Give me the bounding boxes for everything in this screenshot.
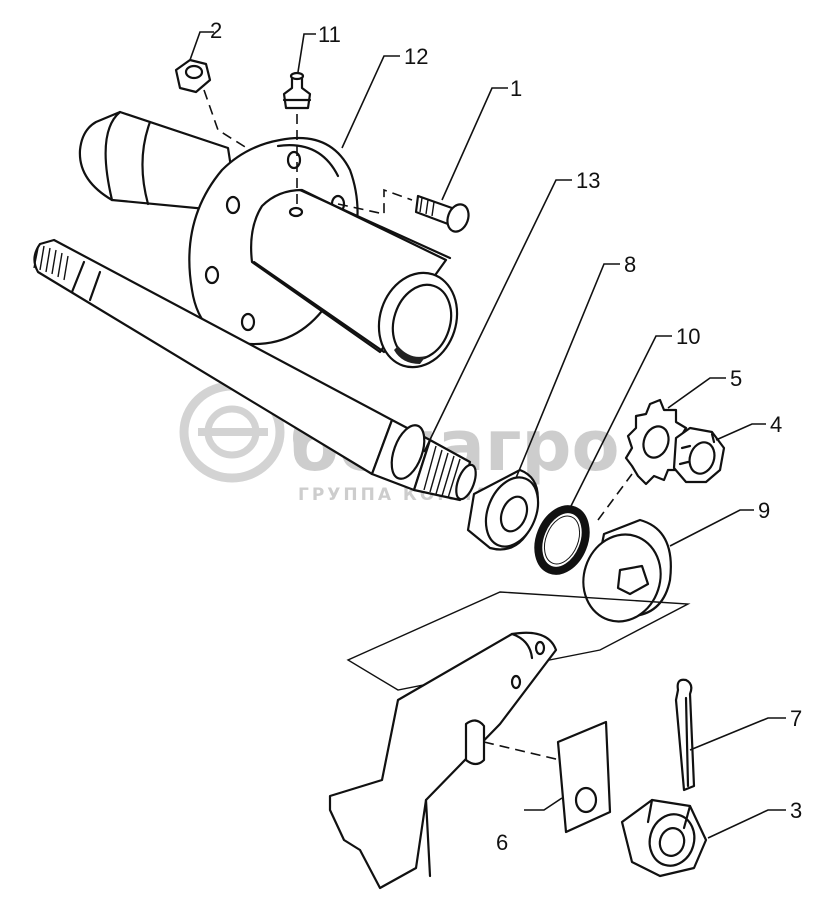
callout-3: 3 (790, 798, 802, 823)
slotted-nut-4 (672, 426, 726, 484)
callout-4: 4 (770, 412, 782, 437)
callout-7: 7 (790, 706, 802, 731)
callout-13: 13 (576, 168, 600, 193)
callout-1: 1 (510, 76, 522, 101)
bolt-1 (337, 188, 470, 233)
axle-shaft-13 (33, 238, 477, 502)
leader-lines (189, 31, 786, 839)
callout-labels: 2 11 12 1 13 8 10 5 4 9 7 6 3 (210, 18, 802, 855)
callout-8: 8 (624, 252, 636, 277)
nut-2 (174, 58, 251, 151)
callout-6: 6 (496, 830, 508, 855)
plate-washer-6 (556, 720, 612, 834)
bracket-plate (328, 591, 691, 890)
cotter-pin-7 (674, 678, 696, 792)
hub-cap-9 (582, 473, 672, 623)
bearing-8 (466, 468, 540, 551)
callout-12: 12 (404, 44, 428, 69)
callout-11: 11 (318, 22, 341, 47)
hub-12 (78, 110, 459, 369)
callout-10: 10 (676, 324, 700, 349)
callout-5: 5 (730, 366, 742, 391)
left-thread (33, 245, 69, 281)
castle-nut-3 (620, 798, 708, 878)
seal-ring-10 (534, 505, 590, 575)
callout-2: 2 (210, 18, 222, 43)
grease-fitting-11 (282, 71, 312, 206)
callout-9: 9 (758, 498, 770, 523)
lock-washer-5 (624, 398, 690, 486)
right-thread (412, 438, 477, 502)
